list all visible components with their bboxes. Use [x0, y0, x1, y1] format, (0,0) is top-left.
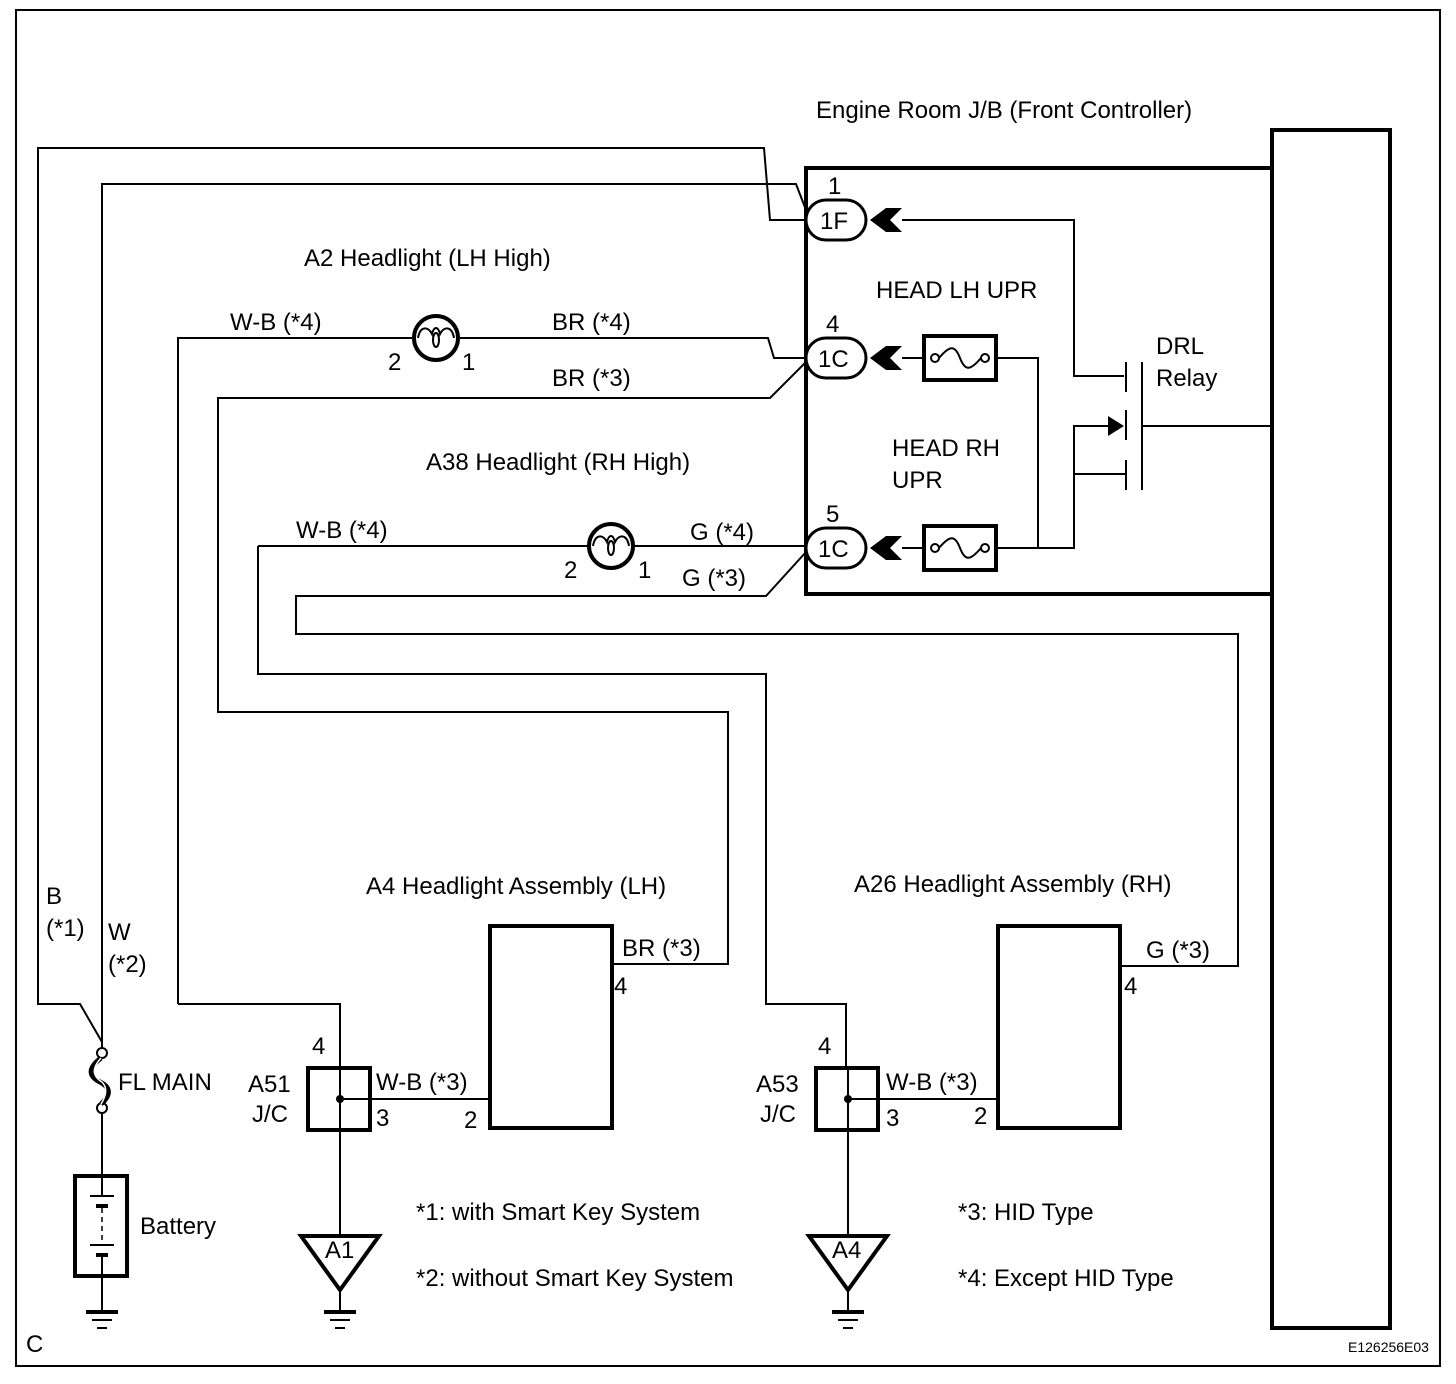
a51-pin-top: 4: [312, 1033, 325, 1060]
a2-pin-right: 1: [462, 349, 475, 376]
connector-1f-code: 1F: [820, 208, 848, 235]
a53-label-2: J/C: [760, 1101, 796, 1128]
bulb-a38-icon: [592, 535, 630, 547]
a51-label-2: J/C: [252, 1101, 288, 1128]
a2-wire-left: W-B (*4): [230, 309, 322, 336]
connector-1c-pin4-arrow-icon: [870, 346, 902, 370]
wire-a2-wb: [177, 337, 414, 1004]
connector-1f: 1F 1: [804, 173, 902, 242]
a4-wire-top: BR (*3): [622, 935, 701, 962]
connector-1c-pin5-pin: 5: [826, 501, 839, 528]
a38-title: A38 Headlight (RH High): [426, 449, 690, 476]
a4-pin-top: 4: [614, 973, 627, 1000]
wire-1f-to-relay: [902, 219, 1124, 377]
a38-wire-right: G (*4): [690, 519, 754, 546]
fuse-rh-icon: [938, 537, 982, 559]
fl-main-label: FL MAIN: [118, 1069, 212, 1096]
wire-w-label: W: [108, 919, 131, 946]
connector-1f-pin: 1: [828, 173, 841, 200]
a4-title: A4 Headlight Assembly (LH): [366, 873, 666, 900]
front-controller-box: [1270, 128, 1392, 1330]
note-1: *1: with Smart Key System: [416, 1199, 700, 1226]
a38-pin-right: 1: [638, 557, 651, 584]
wire-b-smart-key: [37, 147, 806, 1043]
ground-point-icon: [805, 1234, 891, 1294]
diode-icon: [1108, 416, 1124, 436]
note-3: *3: HID Type: [958, 1199, 1094, 1226]
ground-a4-label: A4: [832, 1237, 861, 1264]
a53-pin-right: 3: [886, 1105, 899, 1132]
a2-pin-left: 2: [388, 349, 401, 376]
a26-pin-top: 4: [1124, 973, 1137, 1000]
wire-g3: [295, 551, 1239, 967]
a51-pin-right: 3: [376, 1105, 389, 1132]
battery-ground-icon: [86, 1276, 118, 1329]
ground-a4: A4: [805, 1234, 891, 1329]
sheet-letter: C: [26, 1331, 43, 1358]
a26-pin-bottom: 2: [974, 1103, 987, 1130]
relay-label-1: DRL: [1156, 333, 1204, 360]
jb-box: [804, 166, 1274, 596]
bulb-a2: [412, 314, 460, 362]
wire-a2-br4: [458, 337, 806, 359]
connector-1c-pin5-code: 1C: [818, 536, 849, 563]
drl-relay: [1108, 362, 1272, 490]
a2-wire-right: BR (*4): [552, 309, 631, 336]
fuse-rh-label-1: HEAD RH: [892, 435, 1000, 462]
a53-wire: W-B (*3): [886, 1069, 978, 1096]
fuse-lh-icon: [938, 347, 982, 369]
ground-a1: A1: [297, 1234, 383, 1329]
battery: [73, 1174, 129, 1278]
ground-point-icon: [297, 1234, 383, 1294]
a51-wire: W-B (*3): [376, 1069, 468, 1096]
fuse-head-lh-upr: [922, 334, 998, 382]
wire-b-note: (*1): [46, 915, 85, 942]
a4-box: [488, 924, 614, 1130]
a2-title: A2 Headlight (LH High): [304, 245, 551, 272]
a26-box: [996, 924, 1122, 1130]
figure-id: E126256E03: [1348, 1339, 1429, 1355]
bulb-a2-icon: [417, 327, 455, 339]
wire-b-label: B: [46, 883, 62, 910]
sheet-border: [15, 9, 1441, 1367]
connector-1c-pin4-code: 1C: [818, 346, 849, 373]
a53-label-1: A53: [756, 1071, 799, 1098]
connector-1f-arrow-icon: [870, 208, 902, 232]
a38-wire-bypass: G (*3): [682, 565, 746, 592]
a53-pin-top: 4: [818, 1033, 831, 1060]
junction-a51: [306, 1066, 490, 1236]
wire-w-note: (*2): [108, 951, 147, 978]
connector-1c-pin4: 1C 4: [804, 311, 902, 380]
fusible-link-icon: [88, 1056, 111, 1106]
a38-wire-left: W-B (*4): [296, 517, 388, 544]
battery-label: Battery: [140, 1213, 216, 1240]
a26-title: A26 Headlight Assembly (RH): [854, 871, 1171, 898]
a26-wire-top: G (*3): [1146, 937, 1210, 964]
a4-pin-bottom: 2: [464, 1107, 477, 1134]
ground-a1-label: A1: [325, 1237, 354, 1264]
fl-main-fuse: [88, 1047, 111, 1114]
wire-br3: [217, 361, 807, 965]
jb-title: Engine Room J/B (Front Controller): [816, 97, 1192, 124]
wire-fuse-lh-bus: [996, 357, 1039, 548]
wire-w-no-smart-key: [101, 183, 807, 1048]
wire-a38-wb: [257, 546, 847, 1070]
fuse-lh-label: HEAD LH UPR: [876, 277, 1037, 304]
note-4: *4: Except HID Type: [958, 1265, 1174, 1292]
a38-pin-left: 2: [564, 557, 577, 584]
connector-1c-pin5: 1C 5: [804, 501, 902, 570]
connector-1c-pin5-arrow-icon: [870, 536, 902, 560]
bulb-a38: [587, 522, 635, 570]
a2-wire-bypass: BR (*3): [552, 365, 631, 392]
note-2: *2: without Smart Key System: [416, 1265, 733, 1292]
fuse-rh-label-2: UPR: [892, 467, 943, 494]
fuse-head-rh-upr: [922, 524, 998, 572]
a51-label-1: A51: [248, 1071, 291, 1098]
connector-1c-pin4-pin: 4: [826, 311, 839, 338]
junction-a53: [814, 1066, 998, 1236]
relay-label-2: Relay: [1156, 365, 1217, 392]
wire-fuse-rh-to-relay: [996, 425, 1108, 549]
